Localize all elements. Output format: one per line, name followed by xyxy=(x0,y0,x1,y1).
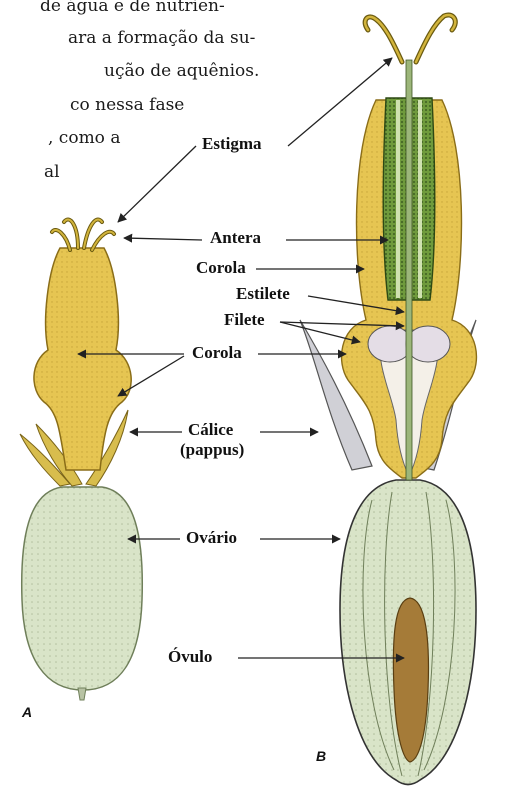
label-calice: Cálice xyxy=(188,420,233,440)
flower-a xyxy=(20,220,142,700)
panel-label-a: A xyxy=(22,704,32,720)
flower-b xyxy=(300,15,476,785)
label-estilete: Estilete xyxy=(236,284,290,304)
style-b xyxy=(406,60,412,480)
label-ovario: Ovário xyxy=(186,528,237,548)
label-estigma: Estigma xyxy=(202,134,262,154)
label-antera: Antera xyxy=(210,228,261,248)
panel-label-b: B xyxy=(316,748,326,764)
ovule xyxy=(393,598,428,762)
label-corola-ab: Corola xyxy=(192,343,242,363)
label-corola-b: Corola xyxy=(196,258,246,278)
label-ovulo: Óvulo xyxy=(168,647,212,667)
label-pappus: (pappus) xyxy=(180,440,244,460)
label-filete: Filete xyxy=(224,310,265,330)
